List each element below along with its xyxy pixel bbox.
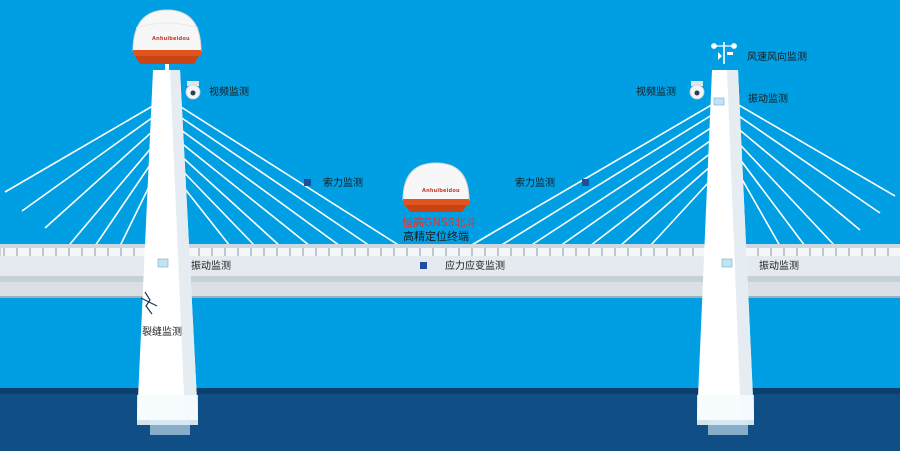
vibration-sensor-left (157, 258, 169, 268)
label-vibration-right: 振动监测 (759, 261, 799, 272)
cable-force-sensor-right (582, 179, 589, 186)
label-strain: 应力应变监测 (445, 261, 505, 272)
dome-brand-center: Anhuibeidou (422, 188, 460, 194)
tower-left (137, 70, 198, 435)
gnss-dome-icon (402, 162, 470, 212)
tower-right (697, 70, 754, 435)
stay-cables-right (469, 99, 896, 247)
dome-camera-icon (689, 81, 705, 100)
anemometer-icon (711, 42, 737, 64)
dome-camera-icon (185, 81, 201, 100)
label-vibration-top-right: 振动监测 (748, 94, 788, 105)
gnss-dome-icon (132, 9, 202, 72)
water-highlight (0, 388, 900, 394)
label-video-left: 视频监测 (209, 87, 249, 98)
dome-brand-left: Anhuibeidou (152, 36, 190, 42)
label-video-right: 视频监测 (636, 87, 676, 98)
terminal-title: 恒高GNSS北斗 (402, 216, 477, 229)
label-wind: 风速风向监测 (747, 52, 807, 63)
label-cable-left: 索力监测 (323, 178, 363, 189)
label-cable-right: 索力监测 (515, 178, 555, 189)
label-vibration-left: 振动监测 (191, 261, 231, 272)
vibration-sensor-right (721, 258, 733, 268)
crack-sensor-icon (140, 291, 158, 315)
strain-sensor (420, 262, 427, 269)
label-crack: 裂缝监测 (142, 327, 182, 338)
cable-force-sensor-left (304, 179, 311, 186)
bridge-deck (0, 244, 900, 298)
vibration-sensor-top-right (713, 97, 725, 106)
terminal-subtitle: 高精定位终端 (403, 230, 469, 243)
stay-cables-left (4, 99, 401, 247)
water (0, 390, 900, 451)
